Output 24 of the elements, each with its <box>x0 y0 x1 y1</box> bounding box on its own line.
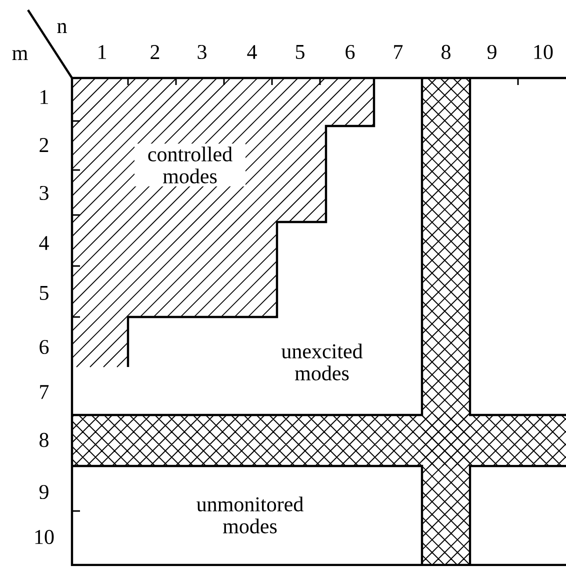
row-number: 5 <box>40 286 48 300</box>
column-number: 7 <box>394 45 403 59</box>
row-number: 6 <box>40 340 49 354</box>
row-number: 10 <box>35 530 54 544</box>
column-number: 10 <box>534 44 553 60</box>
row-number: 9 <box>39 484 48 500</box>
column-number: 5 <box>296 45 304 59</box>
row-number: 3 <box>40 186 48 200</box>
column-number: 4 <box>247 45 257 59</box>
row-number: 8 <box>40 432 48 448</box>
column-number: 1 <box>98 45 106 59</box>
row-number: 2 <box>40 138 48 152</box>
column-number: 8 <box>442 44 450 60</box>
column-number: 6 <box>346 44 355 60</box>
column-number: 3 <box>198 44 206 60</box>
axis-label: n <box>57 23 67 33</box>
column-number: 9 <box>487 44 496 60</box>
region-label: unmonitored modes <box>196 496 304 534</box>
row-number: 4 <box>39 236 49 250</box>
column-number: 2 <box>150 45 160 59</box>
row-number: 1 <box>40 90 48 104</box>
node-label: controlled modes <box>148 146 232 184</box>
row-number: 7 <box>40 385 49 399</box>
axis-label: m <box>12 50 28 60</box>
